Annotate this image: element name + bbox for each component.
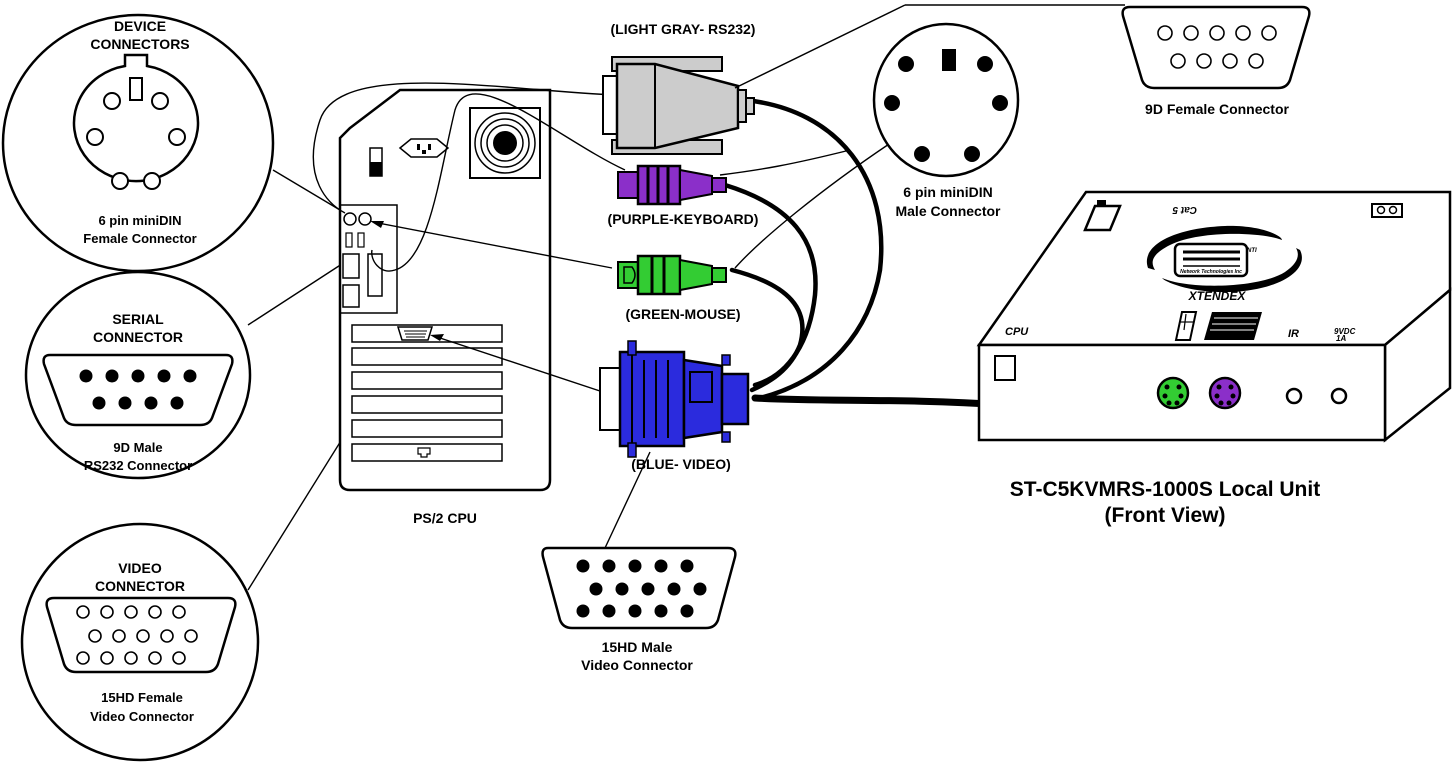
ps2-keyboard-port [358,212,372,226]
hd15-male-label-2: Video Connector [581,657,693,673]
serial-connector-callout: SERIAL CONNECTOR 9D Male RS232 Connector [24,270,252,480]
ps2-cpu-label: PS/2 CPU [413,510,477,526]
cpu-port [994,355,1016,381]
serial-connector-label-1: SERIAL [112,311,164,327]
mini-din-male-label-2: Male Connector [895,203,1001,219]
power-socket-icon [398,138,450,158]
unit-power-label-1: 9VDC [1334,327,1356,336]
ps2-mouse-port [343,212,357,226]
green-mouse-port [1156,376,1190,410]
ps2-cpu-tower: PS/2 CPU [338,88,552,526]
nti-logo: Network Technologies Inc NTI [1146,225,1302,293]
mini-din-male-label-1: 6 pin miniDIN [903,184,992,200]
purple-keyboard-port [1208,376,1242,410]
unit-title-1: ST-C5KVMRS-1000S Local Unit [1010,478,1320,501]
mini-din-female-label-2: Female Connector [83,231,196,246]
hd15-female-icon [45,596,237,674]
network-port-icon [417,447,431,458]
d9-male-label-2: RS232 Connector [84,458,192,473]
mini-din-male-callout: 6 pin miniDIN Male Connector [734,4,1125,219]
keyboard-cable-label: (PURPLE-KEYBOARD) [608,211,759,227]
rs232-cable-label: (LIGHT GRAY- RS232) [611,21,756,37]
connection-arrows [370,221,613,396]
power-switch-icon [369,147,383,177]
d9-male-icon [42,353,234,427]
keyboard-icon [1204,312,1262,340]
hd15-female-label-2: Video Connector [90,709,194,724]
d9-female-label: 9D Female Connector [1145,101,1289,117]
video-cable-label: (BLUE- VIDEO) [631,456,731,472]
video-connector-callout: VIDEO CONNECTOR 15HD Female Video Connec… [20,522,260,762]
mouse-cable-connector: (GREEN-MOUSE) [617,254,741,322]
rj45-port-icon [1083,200,1122,232]
device-connectors-label-2: CONNECTORS [90,36,189,52]
video-connector-label-2: CONNECTOR [95,578,185,594]
power-port [1330,387,1348,405]
hd15-female-label-1: 15HD Female [101,690,183,705]
fan-icon [469,107,541,179]
serial-port-2 [342,284,360,308]
d9-male-label-1: 9D Male [113,440,162,455]
video-connector-label-1: VIDEO [118,560,162,576]
mini-din-female-label-1: 6 pin miniDIN [98,213,181,228]
mini-din-female-icon [72,53,200,190]
mouse-icon [1174,311,1198,341]
serial-port-1 [342,253,360,279]
rs232-cable-connector: (LIGHT GRAY- RS232) [602,21,756,155]
hd15-male-icon [541,546,737,630]
ir-port [1285,387,1303,405]
hd15-male-label-1: 15HD Male [602,639,673,655]
logo-company-text: Network Technologies Inc [1180,269,1242,275]
d9-female-icon [1121,5,1311,90]
serial-indicator-icon [1371,203,1403,218]
serial-connector-label-2: CONNECTOR [93,329,183,345]
cat5-label: Cat 5 [1172,204,1197,215]
unit-cpu-label: CPU [1005,326,1029,338]
keyboard-cable-connector: (PURPLE-KEYBOARD) [608,164,759,227]
local-unit: Cat 5 Network Technologies Inc NTI XTEND… [976,190,1452,443]
logo-mark-text: NTI [1247,248,1257,254]
unit-title-2: (Front View) [1105,504,1226,527]
video-cable-connector: (BLUE- VIDEO) [599,340,750,549]
unit-power-label-2: 1A [1336,334,1346,343]
device-connectors-callout: DEVICE CONNECTORS 6 pin miniDIN Female C… [1,13,275,273]
unit-ir-label: IR [1288,328,1299,340]
device-connectors-label-1: DEVICE [114,18,166,34]
xtendex-brand-label: XTENDEX [1188,289,1247,303]
mouse-cable-label: (GREEN-MOUSE) [625,306,740,322]
parallel-port [367,253,383,297]
